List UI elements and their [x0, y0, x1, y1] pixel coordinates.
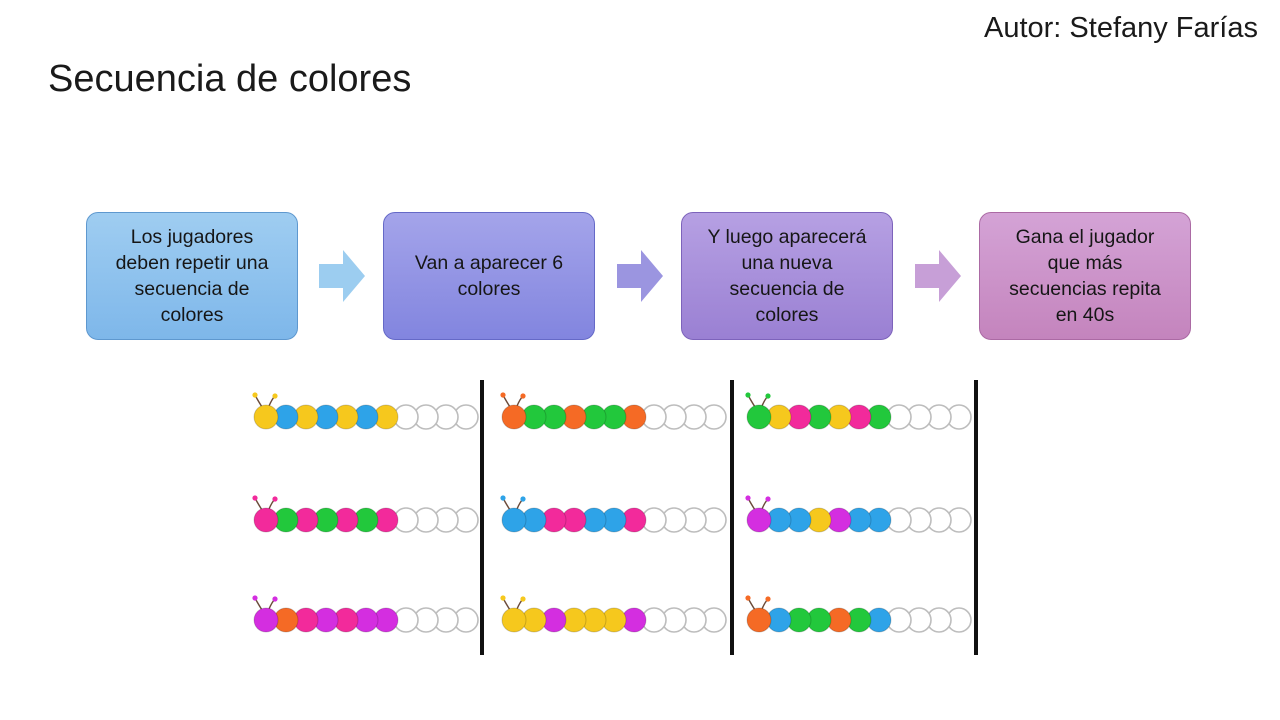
step-text-2: Van a aparecer 6 colores [415, 250, 563, 302]
step-4-line-1: Gana el jugador [1015, 226, 1155, 248]
arrow-shape-3 [915, 250, 961, 302]
step-3-line-4: colores [755, 304, 819, 326]
author-label: Autor: Stefany Farías [983, 12, 1258, 44]
antenna-tip [500, 495, 506, 501]
step-2-line-1: Van a aparecer 6 [414, 252, 564, 274]
caterpillar-segment-yellow [501, 607, 527, 633]
caterpillar-segment-green [746, 404, 772, 430]
caterpillar-segment-magenta [253, 607, 279, 633]
step-1-line-4: colores [160, 304, 224, 326]
arrow-shape-2 [617, 250, 663, 302]
antenna-tip [765, 496, 771, 502]
step-4-line-3: secuencias repita [1009, 278, 1161, 300]
caterpillar-sequences-image [250, 380, 980, 655]
process-flow: Los jugadores deben repetir una secuenci… [86, 212, 1191, 340]
arrow-right-icon [915, 250, 961, 302]
antenna-tip [520, 393, 526, 399]
step-box-2: Van a aparecer 6 colores [383, 212, 595, 340]
step-3-line-2: una nueva [741, 252, 833, 274]
caterpillar-segment-pink [253, 507, 279, 533]
antenna-tip [500, 595, 506, 601]
antenna-tip [520, 596, 526, 602]
step-text-4: Gana el jugador que más secuencias repit… [1009, 224, 1161, 328]
step-3-line-1: Y luego aparecerá [707, 226, 867, 248]
arrow-right-icon [319, 250, 365, 302]
step-4-line-2: que más [1047, 252, 1123, 274]
caterpillar-segment-magenta [746, 507, 772, 533]
caterpillar-grid [252, 380, 978, 655]
step-1-line-3: secuencia de [134, 278, 250, 300]
step-text-1: Los jugadores deben repetir una secuenci… [116, 224, 269, 328]
step-box-4: Gana el jugador que más secuencias repit… [979, 212, 1191, 340]
step-box-1: Los jugadores deben repetir una secuenci… [86, 212, 298, 340]
antenna-tip [500, 392, 506, 398]
step-box-3: Y luego aparecerá una nueva secuencia de… [681, 212, 893, 340]
antenna-tip [765, 596, 771, 602]
arrow-right-icon [617, 250, 663, 302]
antenna-tip [745, 495, 751, 501]
antenna-tip [520, 496, 526, 502]
antenna-tip [745, 392, 751, 398]
antenna-tip [745, 595, 751, 601]
step-1-line-2: deben repetir una [115, 252, 269, 274]
slide-title: Secuencia de colores [48, 58, 412, 100]
caterpillar-segment-yellow [253, 404, 279, 430]
step-3-line-3: secuencia de [729, 278, 845, 300]
caterpillar-segment-orange [746, 607, 772, 633]
step-1-line-1: Los jugadores [130, 226, 254, 248]
antenna-tip [252, 392, 258, 398]
antenna-tip [252, 595, 258, 601]
antenna-tip [272, 393, 278, 399]
caterpillar-segment-orange [501, 404, 527, 430]
step-2-line-2: colores [457, 278, 521, 300]
caterpillar-segment-blue [501, 507, 527, 533]
antenna-tip [252, 495, 258, 501]
step-4-line-4: en 40s [1055, 304, 1115, 326]
antenna-tip [765, 393, 771, 399]
step-text-3: Y luego aparecerá una nueva secuencia de… [707, 224, 866, 328]
antenna-tip [272, 596, 278, 602]
arrow-shape-1 [319, 250, 365, 302]
antenna-tip [272, 496, 278, 502]
